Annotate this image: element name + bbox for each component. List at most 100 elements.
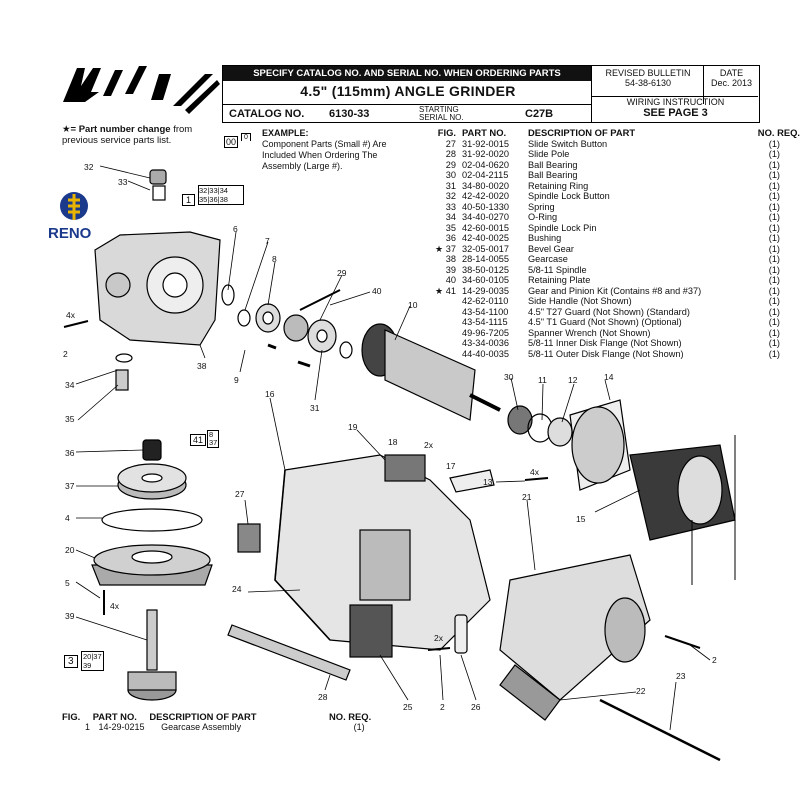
group3-item: 37 xyxy=(93,652,102,661)
callout-17: 17 xyxy=(446,461,456,471)
callout-12: 12 xyxy=(568,375,578,385)
callout-1: 1 xyxy=(182,194,196,206)
callout-2: 2 xyxy=(712,655,717,665)
bottom-desc-header: DESCRIPTION OF PART xyxy=(149,711,257,722)
parts-fig: 34 xyxy=(445,212,456,222)
callout-36: 36 xyxy=(65,448,75,458)
bottom-part-header: PART NO. xyxy=(92,711,137,722)
callout-40: 40 xyxy=(372,286,382,296)
ordering-notice: SPECIFY CATALOG NO. AND SERIAL NO. WHEN … xyxy=(223,66,591,81)
catalog-row: CATALOG NO. 6130-33 STARTING SERIAL NO. … xyxy=(223,104,591,123)
callout-22: 22 xyxy=(636,686,646,696)
parts-desc: Retaining Plate xyxy=(528,275,591,285)
parts-desc: Retaining Ring xyxy=(528,180,589,191)
parts-desc: Spindle Lock Pin xyxy=(528,222,597,233)
callout-33: 33 xyxy=(118,177,128,187)
wiring-cell: WIRING INSTRUCTION SEE PAGE 3 xyxy=(591,96,759,122)
parts-req: (1) xyxy=(768,243,780,254)
bottom-desc: Gearcase Assembly xyxy=(161,722,242,732)
spindle-lock-button-shape xyxy=(149,169,167,185)
callout-13: 13 xyxy=(483,477,493,487)
parts-req: (1) xyxy=(768,317,780,327)
callout-16: 16 xyxy=(265,389,275,399)
header-box: SPECIFY CATALOG NO. AND SERIAL NO. WHEN … xyxy=(222,65,760,123)
callout-32: 32 xyxy=(84,162,94,172)
wiring-label: WIRING INSTRUCTION xyxy=(626,97,725,107)
example-text: Component Parts (Small #) Are Included W… xyxy=(262,139,387,171)
parts-fig: 38 xyxy=(445,254,456,264)
parts-fig: 31 xyxy=(445,180,456,191)
callout-14: 14 xyxy=(604,372,614,382)
parts-part: 43-54-1115 xyxy=(462,317,508,327)
parts-fig: 36 xyxy=(445,233,456,243)
group3-item: 39 xyxy=(83,661,92,670)
parts-part: 32-05-0017 xyxy=(462,243,509,254)
bottom-req: (1) xyxy=(353,722,365,732)
parts-fig: 28 xyxy=(445,149,456,159)
parts-fig: 29 xyxy=(445,159,456,170)
change-note-text: from previous service parts list. xyxy=(62,124,193,146)
parts-req: (1) xyxy=(768,191,780,201)
parts-req: (1) xyxy=(768,275,780,285)
parts-desc: Side Handle (Not Shown) xyxy=(528,296,632,306)
callout-15: 15 xyxy=(576,514,586,524)
parts-part: 34-80-0020 xyxy=(462,180,509,191)
parts-fig: 32 xyxy=(445,191,456,201)
qty-2x: 2x xyxy=(434,633,443,643)
callout-8: 8 xyxy=(272,254,277,264)
callout-26: 26 xyxy=(471,702,481,712)
parts-part: 02-04-0620 xyxy=(462,159,509,170)
bottom-part: 14-29-0215 xyxy=(98,722,145,732)
parts-fig: 27 xyxy=(445,138,456,149)
parts-desc: 5/8-11 Outer Disk Flange (Not Shown) xyxy=(528,348,684,359)
parts-part: 38-50-0125 xyxy=(462,264,509,275)
parts-part: 43-54-1100 xyxy=(462,306,509,317)
group41-item: 37 xyxy=(209,438,218,447)
parts-part: 43-34-0036 xyxy=(462,338,509,348)
callout-7: 7 xyxy=(265,236,270,246)
box-group-1: 32|33|34 35|36|38 xyxy=(198,185,244,205)
col-req-header: NO. REQ. xyxy=(757,127,800,138)
qty-2x: 2x xyxy=(424,440,433,450)
qty-4x: 4x xyxy=(110,601,119,611)
callout-4: 4 xyxy=(65,513,70,523)
parts-req: (1) xyxy=(768,180,780,191)
callout-9: 9 xyxy=(234,375,239,385)
qty-4x: 4x xyxy=(66,310,75,320)
callout-30: 30 xyxy=(504,372,514,382)
callout-31: 31 xyxy=(310,403,320,413)
parts-req: (1) xyxy=(768,138,780,149)
revised-label: REVISED BULLETIN xyxy=(605,68,691,78)
parts-part: 49-96-7205 xyxy=(462,327,509,338)
serial-label: SERIAL NO. xyxy=(419,113,464,122)
parts-part: 42-40-0025 xyxy=(462,233,509,243)
group3-item: 20 xyxy=(83,652,92,661)
revised-value: 54-38-6130 xyxy=(624,78,672,88)
callout-34: 34 xyxy=(65,380,75,390)
parts-desc: Gear and Pinion Kit (Contains #8 and #37… xyxy=(528,285,702,296)
callout-2: 2 xyxy=(440,702,445,712)
parts-req: (1) xyxy=(768,348,780,359)
starting-label: STARTING xyxy=(419,105,459,114)
callout-19: 19 xyxy=(348,422,358,432)
group1-item: 38 xyxy=(219,195,228,204)
reno-logo-text: RENO xyxy=(48,225,92,242)
callout-5: 5 xyxy=(65,578,70,588)
parts-part: 28-14-0055 xyxy=(462,254,509,264)
parts-req: (1) xyxy=(768,306,780,317)
parts-row: 31 34-80-0020 Retaining Ring (1) xyxy=(422,181,800,192)
parts-fig: 33 xyxy=(445,201,456,212)
example-box: 00 0 xyxy=(224,124,252,148)
parts-part: 42-62-0110 xyxy=(462,296,509,306)
callout-24: 24 xyxy=(232,584,242,594)
parts-part: 40-50-1330 xyxy=(462,201,509,212)
col-desc-header: DESCRIPTION OF PART xyxy=(528,127,636,138)
